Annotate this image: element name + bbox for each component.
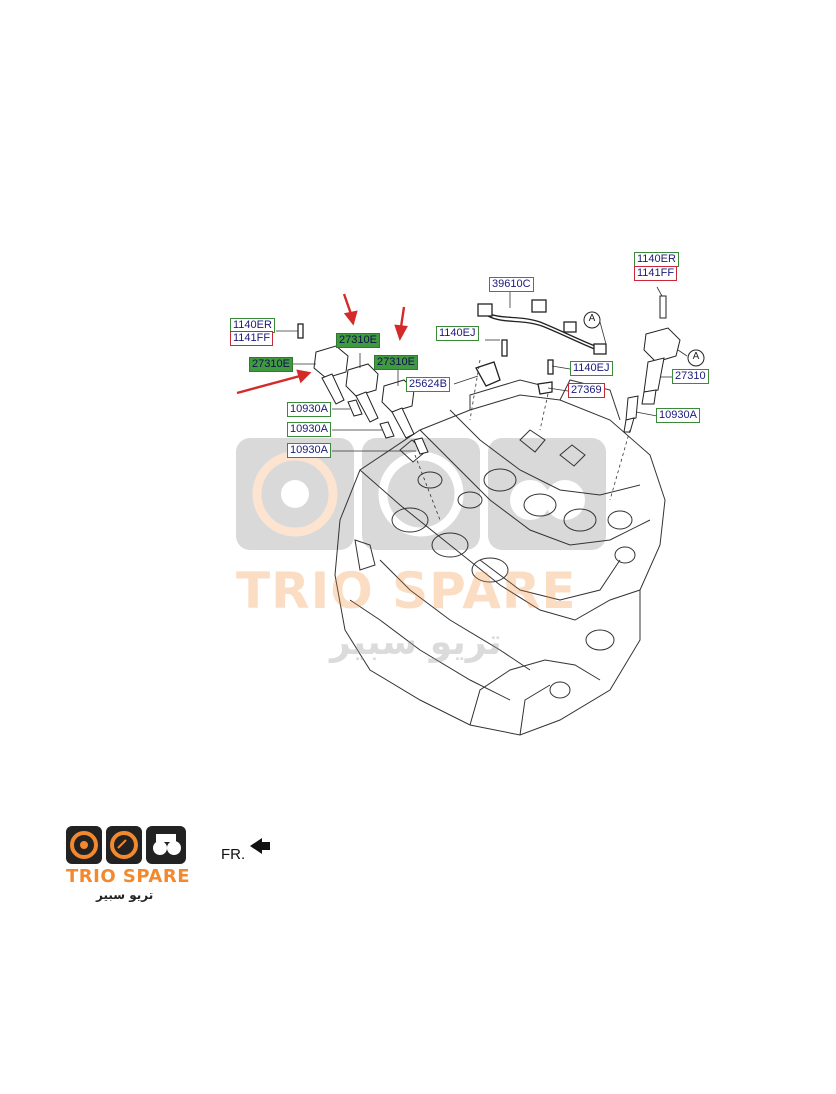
logo-brand-text: TRIO SPARE: [66, 866, 190, 887]
watermark-brand-text: TRIO SPARE: [236, 562, 577, 620]
label-10930a-1: 10930A: [287, 402, 331, 417]
right-ignition-coil: [623, 295, 681, 433]
label-39610c: 39610C: [489, 277, 534, 292]
label-10930a-right: 10930A: [656, 408, 700, 423]
front-direction-icon: [250, 838, 270, 854]
label-1140ej-left: 1140EJ: [436, 326, 479, 341]
front-direction-label: FR.: [221, 846, 246, 863]
label-27369: 27369: [568, 383, 605, 398]
logo-arabic-text: تريو سبير: [96, 888, 154, 902]
reference-circles: [583, 311, 705, 367]
label-27310e-middle[interactable]: 27310E: [336, 333, 380, 348]
left-bank-ignition-coils: [313, 345, 429, 455]
wiring-harness: [297, 299, 607, 395]
label-1141ff-right: 1141FF: [634, 266, 678, 281]
engine-block: [334, 379, 666, 736]
label-1140er-right: 1140ER: [634, 252, 679, 267]
label-1141ff-left: 1141FF: [230, 331, 274, 346]
label-27310e-right[interactable]: 27310E: [374, 355, 418, 370]
label-1140ej-right: 1140EJ: [570, 361, 613, 376]
leader-lines: [276, 286, 688, 521]
reference-a-2: A: [692, 351, 700, 362]
label-10930a-2: 10930A: [287, 422, 331, 437]
watermark-arabic-text: تريو سبير: [330, 622, 502, 663]
reference-a-1: A: [588, 313, 596, 324]
label-27310-right: 27310: [672, 369, 709, 384]
red-arrows: [236, 293, 408, 395]
logo-graphic: [66, 826, 186, 864]
label-10930a-3: 10930A: [287, 443, 331, 458]
label-25624b: 25624B: [406, 377, 450, 392]
label-27310e-left[interactable]: 27310E: [249, 357, 293, 372]
